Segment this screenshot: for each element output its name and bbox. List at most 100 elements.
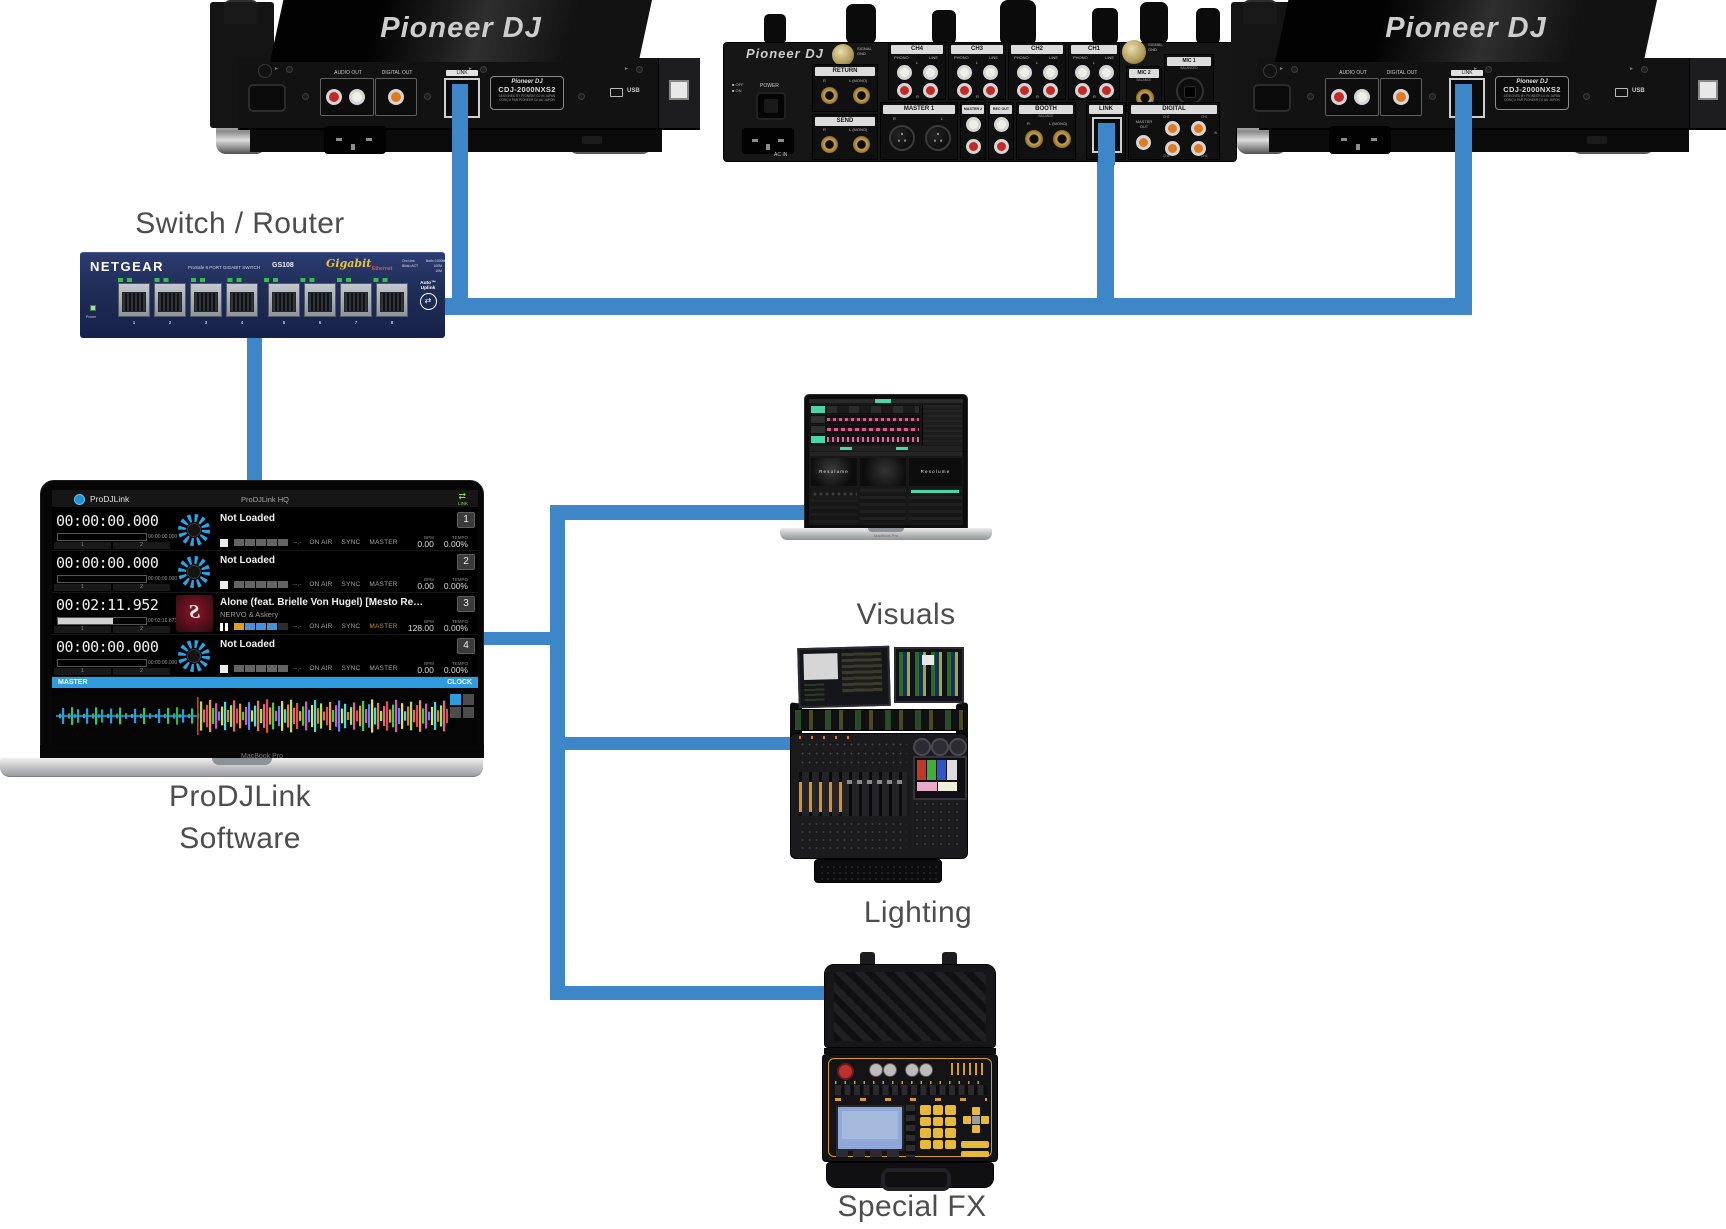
tempo-value: 0.00%: [443, 623, 468, 634]
mixer-knob: [1140, 2, 1168, 44]
rca-jack-red: [1331, 89, 1347, 105]
rca-jack-orange: [1165, 121, 1180, 136]
cdj-top-panel: Pioneer DJ: [1275, 0, 1657, 62]
plate-brand: Pioneer DJ: [511, 79, 543, 85]
legend-100m: 100M: [433, 264, 442, 269]
switch-series: ProSafe 8 PORT GIGABIT SWITCH: [188, 265, 261, 270]
screw: [1583, 93, 1590, 100]
encoder-knob: [931, 738, 949, 756]
network-switch: NETGEAR ProSafe 8 PORT GIGABIT SWITCH GS…: [80, 252, 445, 338]
xlr-jack: [889, 125, 915, 151]
wide-yellow-button: [961, 1151, 989, 1157]
link-line-lighting: [550, 737, 814, 750]
special-fx-controller: [822, 948, 998, 1191]
deck-total-time: 00:00:00.000: [148, 534, 178, 540]
tempo-value: 0.00%: [443, 581, 468, 592]
link-line-visuals: [550, 505, 808, 520]
console-body: [790, 733, 968, 859]
deck-total-time: 00:00:00.000: [148, 576, 178, 582]
auto-label: Auto™: [420, 281, 436, 286]
deck-progress-bar: [57, 575, 147, 583]
pioneer-dj-logo: Pioneer DJ: [380, 12, 542, 44]
power-icon: [258, 64, 272, 78]
special-fx-label: Special FX: [837, 1190, 987, 1223]
channel-label: CH3: [951, 45, 1003, 54]
kensington-lock: [582, 136, 602, 144]
power-button: [1253, 84, 1291, 112]
console-display-strip: [794, 709, 964, 731]
track-artist: NERVO & Askery: [220, 610, 279, 619]
rca-jack-white: [994, 117, 1009, 132]
ethernet-logo: Ethernet: [372, 266, 393, 272]
power-off-on: ■ OFF ■ ON: [732, 82, 744, 94]
rca-jack-white: [1075, 65, 1090, 80]
waveform-panel: [52, 688, 478, 745]
screw: [1291, 66, 1298, 73]
power-label: POWER: [760, 83, 779, 89]
link-line-specialfx: [550, 986, 838, 1000]
bpm-value: 0.00: [417, 539, 434, 550]
booth-section: BOOTH BALANCE R L (MONO): [1016, 102, 1076, 160]
dj-mixer: Pioneer DJ SIGNAL GND ■ OFF ■ ON POWER R…: [700, 0, 1237, 165]
software-label-line2: Software: [179, 822, 301, 855]
gnd-label: GND: [857, 51, 866, 57]
section-divider: [810, 452, 962, 456]
usb-b-port: [669, 80, 689, 100]
link-cable-plug: [1098, 123, 1115, 165]
balance-label: BALANCE: [1136, 78, 1152, 82]
deck-info: 2 Not Loaded --,- ON AIR SYNC MASTER BPM…: [218, 551, 478, 592]
r-label: R: [823, 78, 826, 83]
resolume-watermark: Resolume: [819, 469, 849, 474]
params-panel: [909, 489, 962, 523]
track-title: Not Loaded: [220, 555, 275, 566]
rca-jack-red: [923, 83, 938, 98]
params-panel: [811, 499, 857, 523]
track-title: Alone (feat. Brielle Von Hugel) [Mesto R…: [220, 597, 424, 608]
software-label: ProDJLink Software: [90, 776, 390, 860]
gnd-label: GND: [1148, 47, 1157, 53]
deck-progress-bar: [57, 617, 147, 625]
ethernet-port: [268, 283, 300, 317]
port-number: 7: [354, 320, 358, 325]
browser-panel: [922, 405, 962, 445]
tempo-value: 0.00%: [443, 539, 468, 550]
phono-label: PHONO: [894, 55, 909, 60]
rec-out-section: REC OUT: [988, 102, 1014, 160]
knob-row: [811, 489, 857, 497]
mic1-label: MIC 1: [1167, 57, 1211, 66]
plate-model: CDJ-2000NXS2: [1503, 85, 1561, 94]
digital-ch-label: CH4: [1163, 154, 1170, 158]
return-label: RETURN: [815, 67, 875, 76]
tempo-label: TEMPO: [451, 576, 468, 582]
sync-label: SYNC: [341, 539, 361, 546]
color-touchscreen: [913, 756, 967, 800]
booth-label: BOOTH: [1019, 105, 1073, 114]
layout-tile-active: [450, 694, 461, 705]
audio-out-label: AUDIO OUT: [1339, 70, 1367, 76]
deck-progress-bar: [57, 533, 147, 541]
screw: [1485, 66, 1492, 73]
master1-section: MASTER 1 R L: [880, 102, 958, 160]
channel-section-ch2: CH2 PHONO LINE L R: [1008, 42, 1066, 100]
on-air-label: ON AIR: [309, 665, 333, 672]
ethernet-port: [304, 283, 336, 317]
digital-out-label: DIGITAL OUT: [1386, 70, 1418, 76]
line-label: LINE: [1049, 55, 1058, 60]
fader-bank: [799, 772, 907, 816]
usb-label: USB: [627, 88, 640, 94]
emergency-button: [837, 1063, 854, 1080]
bpm-value: 0.00: [417, 665, 434, 676]
port-number: 5: [282, 320, 286, 325]
r-label: R: [916, 94, 919, 99]
clock-label: CLOCK: [447, 679, 472, 686]
resolume-display: Resolume Resolume: [809, 399, 963, 525]
mixer-knob: [1092, 8, 1118, 44]
macbook-label: MacBook Pro: [873, 533, 898, 538]
link-status-icon: ⇄: [458, 491, 466, 501]
screw: [480, 66, 487, 73]
track-title: Not Loaded: [220, 513, 275, 524]
